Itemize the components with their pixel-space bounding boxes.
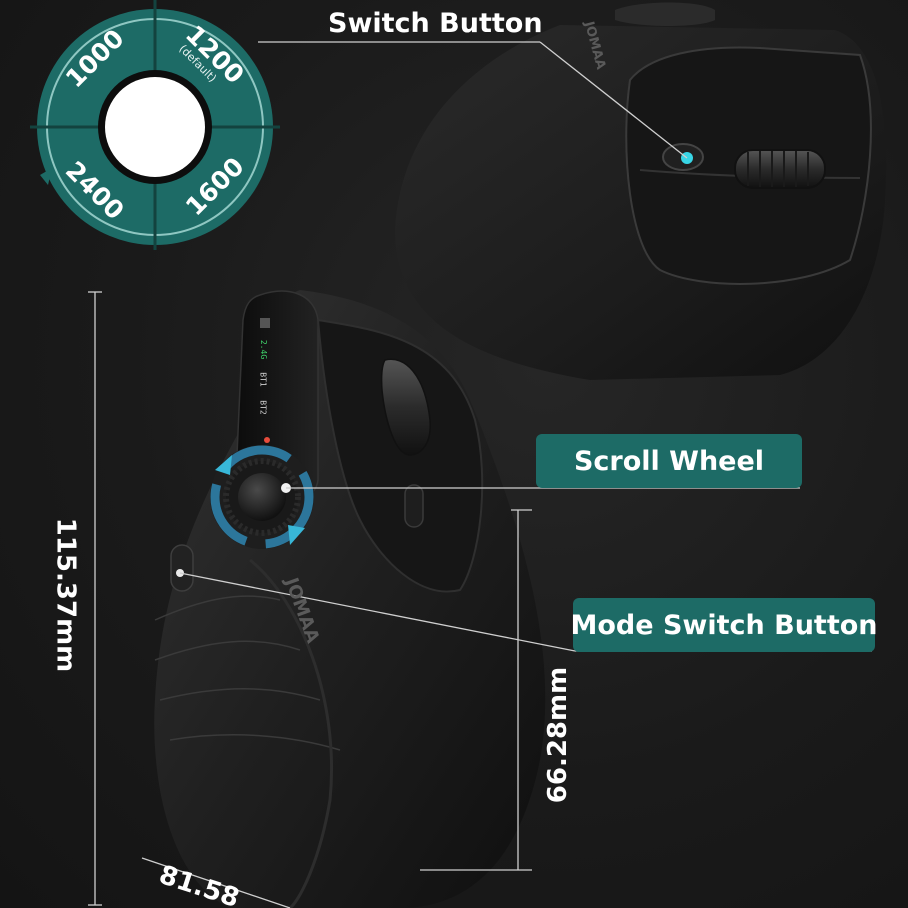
mode-switch-callout: Mode Switch Button — [570, 598, 878, 652]
mouse-side-view — [154, 290, 546, 908]
dimension-lines — [88, 291, 532, 908]
indicator-bt2: BT2 — [258, 400, 268, 415]
indicator-2.4g: 2.4G — [259, 339, 269, 360]
height-dimension: 115.37mm — [50, 517, 81, 673]
scroll-wheel-callout: Scroll Wheel — [536, 434, 802, 488]
switch-button-label: Switch Button — [328, 8, 543, 39]
depth-dimension: 66.28mm — [543, 666, 574, 804]
mouse-top-view — [395, 2, 887, 380]
indicator-bt1: BT1 — [258, 372, 268, 387]
dpi-dial — [30, 0, 280, 250]
